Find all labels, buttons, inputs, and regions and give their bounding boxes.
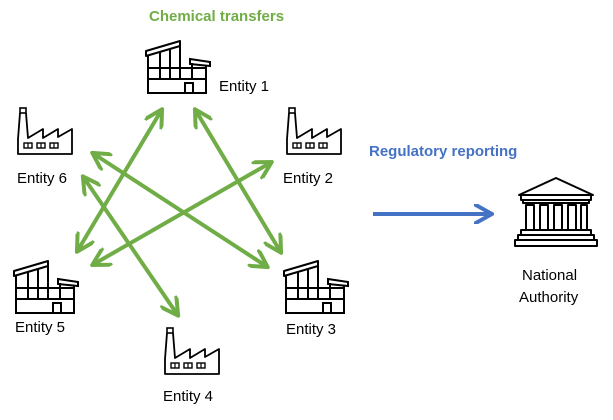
entity-5-factory-icon [13,260,79,314]
entity-4-factory-icon [164,327,220,375]
entity-5-label: Entity 5 [15,319,66,336]
entity-6-factory-icon [17,107,73,155]
regulatory-reporting-title: Regulatory reporting [369,143,518,160]
entity-6-label: Entity 6 [17,170,68,187]
entity-3-factory-icon [283,260,349,314]
entity-1-factory-icon [145,40,211,94]
entity-4-label: Entity 4 [163,388,214,405]
transfer-arrow-entity2-entity5 [94,163,270,264]
authority-label-line1: National [522,267,578,284]
authority-label-line2: Authority [519,289,579,306]
chemical-transfers-title: Chemical transfers [149,8,285,25]
entity-2-factory-icon [286,107,342,155]
entity-3-label: Entity 3 [286,321,337,338]
national-authority-building-icon [514,177,598,247]
entity-2-label: Entity 2 [283,170,334,187]
entity-1-label: Entity 1 [219,78,270,95]
